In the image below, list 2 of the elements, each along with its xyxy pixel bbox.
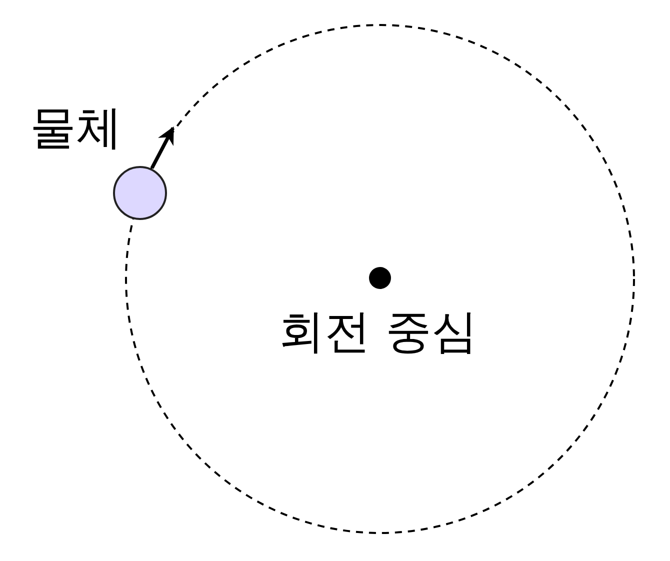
node-label: 물체 [30,104,122,150]
node-label: 회전 중심 [278,308,478,354]
